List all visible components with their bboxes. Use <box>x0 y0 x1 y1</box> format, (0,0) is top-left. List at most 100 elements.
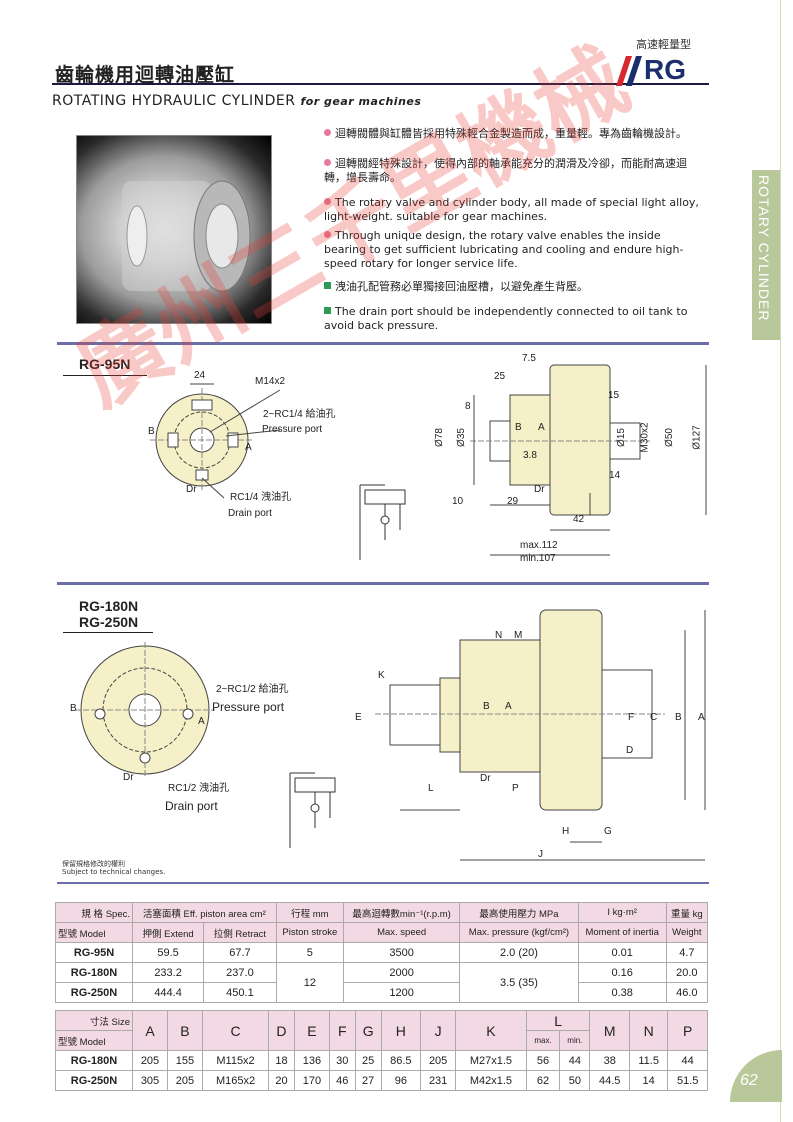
cell: 38 <box>589 1050 630 1071</box>
rg180-side-view <box>375 609 706 861</box>
dim-a: A <box>698 712 705 723</box>
col-k: K <box>455 1010 527 1051</box>
spec-header-row-1: 規 格 Spec. 活塞面積 Eff. piston area cm² 行程 m… <box>55 902 709 923</box>
dim-m: M <box>514 630 523 641</box>
cell: 205 <box>132 1050 168 1071</box>
dim-d50: Ø50 <box>663 428 675 447</box>
speed-cell: 2000 <box>343 962 461 983</box>
retract-cell: 450.1 <box>203 982 277 1003</box>
dim-8: 8 <box>465 401 471 412</box>
pressure-header: Max. pressure (kgf/cm²) <box>459 922 579 943</box>
col-l: L <box>525 1010 591 1031</box>
dim-24: 24 <box>194 370 206 381</box>
dim-d: D <box>626 745 634 756</box>
cell: 205 <box>420 1050 457 1071</box>
speed-cell: 1200 <box>343 982 461 1003</box>
cell: 46 <box>328 1070 356 1091</box>
drain-port: Dr <box>480 773 491 784</box>
dim-p: P <box>512 783 519 794</box>
logo-slash-mark <box>616 56 642 86</box>
dim-min: min.107 <box>520 553 556 564</box>
dim-max: max.112 <box>520 540 558 551</box>
inertia-cell: 0.16 <box>577 962 667 983</box>
model-cell: RG-180N <box>55 1050 133 1071</box>
pressure-port-cn: 2~RC1/2 給油孔 <box>216 684 289 695</box>
side-tab <box>752 170 780 340</box>
col-a: A <box>132 1010 168 1051</box>
retract-cell: 237.0 <box>203 962 277 983</box>
col-h: H <box>380 1010 422 1051</box>
table-row: RG-250N 305 205 M165x2 20 170 46 27 96 2… <box>55 1070 708 1091</box>
feature-text: 迴轉閥體與缸體皆採用特殊輕合金製造而成，重量輕。專為齒輪機設計。 <box>335 127 687 140</box>
rg180-front-view <box>75 642 215 778</box>
stroke-header-cn: 行程 mm <box>275 902 345 923</box>
dim-42: 42 <box>573 514 585 525</box>
weight-header-cn: 重量 kg <box>665 902 709 923</box>
title-en-sub: for gear machines <box>300 95 422 108</box>
logo: RG <box>644 54 686 85</box>
model-cell: RG-250N <box>55 982 133 1003</box>
cell: 96 <box>380 1070 422 1091</box>
speed-header-cn: 最高迴轉數min⁻¹(r.p.m) <box>343 902 461 923</box>
dim-f: F <box>628 712 635 723</box>
cell: 305 <box>132 1070 168 1091</box>
feature-cn-3: 洩油孔配管務必單獨接回油壓槽，以避免產生背壓。 <box>324 280 704 294</box>
inertia-cell: 0.38 <box>577 982 667 1003</box>
page-title-cn: 齒輪機用迴轉油壓缸 <box>55 64 236 86</box>
cell: 44 <box>559 1050 591 1071</box>
dim-25: 25 <box>494 371 506 382</box>
size-label-cell: 寸法 Size <box>55 1010 133 1031</box>
cell: 205 <box>166 1070 203 1091</box>
dim-header-row-1: 寸法 Size A B C D E F G H J K L M N P <box>55 1010 708 1051</box>
pressure-port-cn: 2~RC1/4 給油孔 <box>263 409 336 420</box>
drain-label: Dr <box>123 772 134 783</box>
dim-15: 15 <box>608 390 620 401</box>
cell: 50 <box>559 1070 591 1091</box>
cell: 27 <box>354 1070 382 1091</box>
pressure-cell: 3.5 (35) <box>459 962 579 1003</box>
table-row: RG-250N 444.4 450.1 1200 0.38 46.0 <box>55 982 709 1003</box>
col-m: M <box>589 1010 630 1051</box>
col-g: G <box>354 1010 382 1051</box>
extend-cell: 444.4 <box>131 982 205 1003</box>
dim-14: 14 <box>609 470 621 481</box>
weight-cell: 20.0 <box>665 962 709 983</box>
dim-m30: M30x2 <box>639 422 651 453</box>
port-a-label: A <box>198 716 205 727</box>
col-b: B <box>166 1010 203 1051</box>
cell: 62 <box>525 1070 561 1091</box>
series-label: 高速輕量型 <box>636 38 691 51</box>
page-title-en: ROTATING HYDRAULIC CYLINDER for gear mac… <box>52 93 421 109</box>
section-divider <box>57 582 709 585</box>
bullet-square <box>324 282 331 289</box>
section-divider <box>57 342 709 345</box>
col-n: N <box>628 1010 669 1051</box>
rg95-hydraulic-symbol <box>359 484 406 560</box>
cell: 30 <box>328 1050 356 1071</box>
rg95-side-view <box>470 364 707 556</box>
area-header: 活塞面積 Eff. piston area cm² <box>132 902 277 923</box>
drain-label: Dr <box>186 484 197 495</box>
cell: 155 <box>166 1050 203 1071</box>
l-max-header: max. <box>525 1030 561 1051</box>
cell: 44.5 <box>589 1070 630 1091</box>
port-b: B <box>483 701 490 712</box>
port-b: B <box>515 422 522 433</box>
cylinder-illustration <box>122 180 251 292</box>
weight-cell: 4.7 <box>665 942 709 963</box>
feature-cn-1: 迴轉閥體與缸體皆採用特殊輕合金製造而成，重量輕。專為齒輪機設計。 <box>324 127 704 141</box>
stroke-header: Piston stroke <box>275 922 345 943</box>
speed-cell: 3500 <box>343 942 461 963</box>
cell: M115x2 <box>201 1050 270 1071</box>
cell: M165x2 <box>201 1070 270 1091</box>
table-row: RG-180N 233.2 237.0 12 2000 3.5 (35) 0.1… <box>55 962 709 1003</box>
dim-k: K <box>378 670 385 681</box>
product-photo <box>76 135 272 324</box>
dim-7-5: 7.5 <box>522 353 536 364</box>
port-a-label: A <box>245 442 252 453</box>
weight-header: Weight <box>665 922 709 943</box>
col-c: C <box>201 1010 270 1051</box>
model-cell: RG-180N <box>55 962 133 983</box>
weight-cell: 46.0 <box>665 982 709 1003</box>
cell: 231 <box>420 1070 457 1091</box>
